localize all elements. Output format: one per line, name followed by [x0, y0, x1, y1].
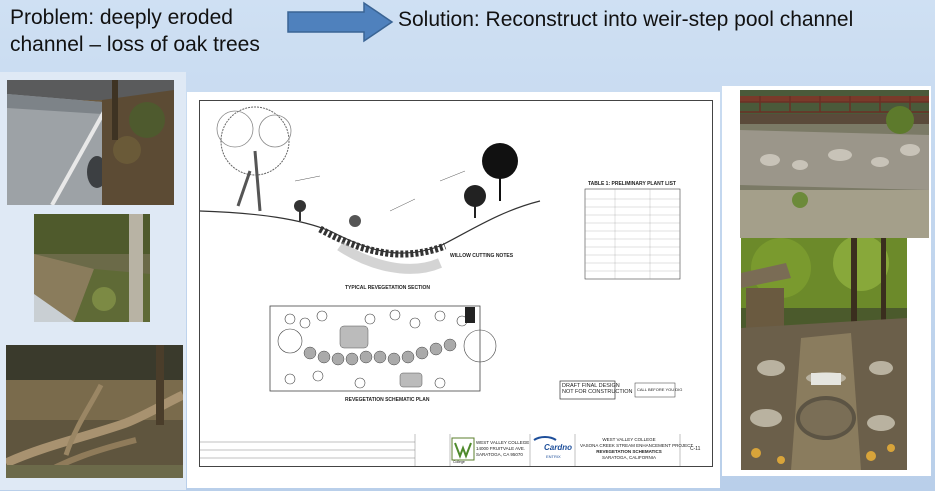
drawing-frame: TYPICAL REVEGETATION SECTION REVEGETATIO…	[199, 100, 713, 436]
bridge-creek-photo	[740, 90, 929, 238]
plan-title: REVEGETATION SCHEMATIC PLAN	[345, 397, 430, 403]
problem-line-1: Problem: deeply eroded	[10, 6, 233, 29]
fallen-oak-photo	[6, 345, 183, 478]
revegetation-drawing-sheet: TYPICAL REVEGETATION SECTION REVEGETATIO…	[187, 92, 720, 488]
sheet-number: C-11	[690, 446, 701, 452]
problem-line-2: channel – loss of oak trees	[10, 33, 260, 56]
project-line-1: WEST VALLEY COLLEGE	[602, 437, 656, 442]
college-name: WEST VALLEY COLLEGE	[476, 440, 530, 445]
firm-logo: Cardno	[544, 443, 572, 452]
plant-table-title: TABLE 1: PRELIMINARY PLANT LIST	[588, 181, 676, 187]
eroded-channel-photo-1	[7, 80, 174, 205]
eroded-channel-photo-2	[34, 214, 150, 322]
project-line-3: REVEGETATION SCHEMATICS	[596, 449, 662, 454]
section-title: TYPICAL REVEGETATION SECTION	[345, 285, 431, 291]
right-arrow-icon	[287, 1, 394, 43]
willow-notes-title: WILLOW CUTTING NOTES	[450, 253, 514, 259]
college-logo-caption: College	[453, 460, 465, 464]
step-pool-channel-photo	[741, 238, 907, 470]
title-block: WEST VALLEY COLLEGE 14000 FRUITVALE AVE.…	[199, 434, 713, 467]
call-before-dig: CALL BEFORE YOU DIG	[637, 387, 683, 392]
college-info: WEST VALLEY COLLEGE 14000 FRUITVALE AVE.…	[476, 440, 529, 458]
solution-text: Solution: Reconstruct into weir-step poo…	[398, 8, 854, 31]
draft-line-2: NOT FOR CONSTRUCTION	[562, 389, 633, 395]
draft-note: DRAFT FINAL DESIGN NOT FOR CONSTRUCTION	[562, 383, 632, 395]
college-address-2: SARATOGA, CA 95070	[476, 452, 523, 457]
project-line-2: VASONA CREEK STREAM ENHANCEMENT PROJECT	[580, 443, 694, 448]
project-info: WEST VALLEY COLLEGE VASONA CREEK STREAM …	[580, 437, 694, 461]
project-line-4: SARATOGA, CALIFORNIA	[601, 455, 657, 460]
problem-text: Problem: deeply eroded channel – loss of…	[10, 4, 260, 58]
firm-sub: ENTRIX	[546, 454, 561, 459]
draft-line-1: DRAFT FINAL DESIGN	[562, 383, 620, 389]
college-address-1: 14000 FRUITVALE AVE.	[476, 446, 526, 451]
